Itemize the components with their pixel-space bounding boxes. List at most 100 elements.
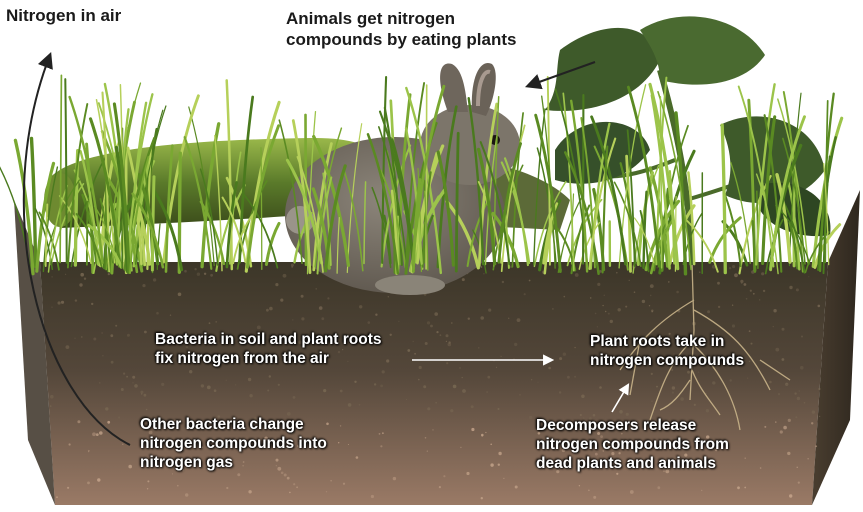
soil-speck bbox=[730, 379, 732, 381]
soil-speck bbox=[548, 367, 551, 370]
soil-speck bbox=[194, 268, 196, 270]
soil-speck bbox=[741, 283, 743, 285]
soil-speck bbox=[266, 309, 269, 312]
soil-speck bbox=[380, 385, 383, 388]
soil-speck bbox=[610, 320, 613, 323]
soil-speck bbox=[487, 376, 490, 379]
soil-speck bbox=[67, 487, 69, 489]
soil-speck bbox=[425, 342, 428, 345]
soil-speck bbox=[593, 496, 596, 499]
soil-speck bbox=[517, 318, 521, 322]
grass-blade bbox=[87, 202, 88, 265]
soil-speck bbox=[84, 278, 86, 280]
soil-speck bbox=[503, 478, 504, 479]
soil-speck bbox=[340, 390, 343, 393]
soil-speck bbox=[450, 409, 453, 412]
soil-speck bbox=[729, 267, 731, 269]
soil-speck bbox=[668, 281, 670, 283]
soil-speck bbox=[189, 370, 192, 373]
soil-speck bbox=[717, 282, 720, 285]
soil-speck bbox=[811, 422, 813, 424]
soil-speck bbox=[580, 414, 582, 416]
label-line: Animals get nitrogen bbox=[286, 9, 516, 30]
soil-speck bbox=[478, 347, 479, 348]
soil-speck bbox=[498, 464, 500, 466]
soil-speck bbox=[92, 432, 96, 436]
soil-speck bbox=[99, 431, 103, 435]
soil-speck bbox=[144, 394, 147, 397]
soil-speck bbox=[451, 322, 453, 324]
soil-speck bbox=[508, 318, 509, 319]
soil-speck bbox=[656, 386, 658, 388]
soil-speck bbox=[676, 291, 679, 294]
soil-speck bbox=[597, 283, 600, 286]
soil-speck bbox=[808, 458, 809, 459]
soil-speck bbox=[529, 416, 532, 419]
soil-speck bbox=[590, 297, 592, 299]
soil-speck bbox=[74, 338, 75, 339]
soil-speck bbox=[515, 486, 518, 489]
soil-speck bbox=[630, 490, 634, 494]
soil-speck bbox=[773, 326, 774, 327]
soil-speck bbox=[413, 341, 414, 342]
soil-speck bbox=[343, 483, 345, 485]
soil-speck bbox=[797, 397, 800, 400]
soil-speck bbox=[699, 272, 700, 273]
soil-speck bbox=[126, 376, 128, 378]
soil-speck bbox=[284, 474, 287, 477]
soil-speck bbox=[538, 382, 539, 383]
soil-speck bbox=[96, 433, 99, 436]
label-line: nitrogen compounds bbox=[590, 352, 744, 371]
soil-speck bbox=[750, 290, 752, 292]
soil-speck bbox=[77, 420, 80, 423]
soil-speck bbox=[439, 486, 441, 488]
label-line: Other bacteria change bbox=[140, 416, 327, 435]
soil-speck bbox=[448, 341, 450, 343]
soil-speck bbox=[749, 361, 750, 362]
soil-speck bbox=[466, 472, 469, 475]
soil-speck bbox=[374, 383, 376, 385]
soil-speck bbox=[430, 325, 433, 328]
soil-speck bbox=[75, 299, 77, 301]
soil-speck bbox=[257, 326, 261, 330]
soil-speck bbox=[794, 392, 796, 394]
grass-blade bbox=[60, 75, 61, 262]
soil-speck bbox=[629, 280, 630, 281]
soil-speck bbox=[134, 384, 138, 388]
soil-speck bbox=[348, 403, 352, 407]
soil-speck bbox=[427, 407, 430, 410]
soil-speck bbox=[434, 312, 438, 316]
soil-speck bbox=[471, 428, 474, 431]
soil-speck bbox=[649, 305, 650, 306]
soil-speck bbox=[249, 394, 252, 397]
soil-speck bbox=[50, 395, 54, 399]
soil-speck bbox=[732, 305, 733, 306]
soil-speck bbox=[301, 317, 304, 320]
soil-speck bbox=[132, 382, 133, 383]
soil-speck bbox=[110, 334, 113, 337]
soil-speck bbox=[52, 307, 53, 308]
soil-speck bbox=[356, 456, 359, 459]
soil-speck bbox=[197, 273, 200, 276]
soil-speck bbox=[529, 280, 531, 282]
soil-speck bbox=[321, 317, 324, 320]
soil-speck bbox=[531, 379, 532, 380]
soil-speck bbox=[588, 490, 590, 492]
soil-speck bbox=[795, 416, 797, 418]
soil-speck bbox=[783, 426, 787, 430]
label-line: Plant roots take in bbox=[590, 333, 744, 352]
soil-speck bbox=[672, 386, 675, 389]
soil-speck bbox=[275, 283, 278, 286]
soil-speck bbox=[480, 266, 482, 268]
grass-blade bbox=[266, 223, 279, 264]
soil-speck bbox=[287, 477, 290, 480]
soil-speck bbox=[292, 319, 293, 320]
soil-speck bbox=[226, 487, 228, 489]
soil-speck bbox=[749, 330, 751, 332]
soil-speck bbox=[141, 393, 142, 394]
soil-speck bbox=[734, 273, 738, 277]
soil-speck bbox=[818, 305, 821, 308]
soil-speck bbox=[446, 362, 448, 364]
soil-speck bbox=[419, 366, 422, 369]
soil-speck bbox=[502, 281, 504, 283]
